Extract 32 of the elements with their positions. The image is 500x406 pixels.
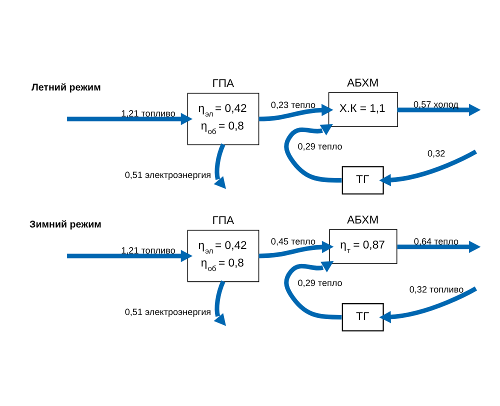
edge-label: 0,64 тепло xyxy=(414,236,459,246)
arrow xyxy=(284,261,342,320)
edge-label: 0,29 тепло xyxy=(298,278,342,288)
edge-label: 0,29 тепло xyxy=(298,142,342,152)
arrow xyxy=(214,280,226,326)
node-box: ТГ xyxy=(342,303,384,332)
arrow xyxy=(379,286,478,324)
label: Летний режим xyxy=(31,82,101,94)
arrow xyxy=(214,143,226,190)
edge-label: 0,23 тепло xyxy=(270,100,316,110)
arrow xyxy=(258,104,334,122)
edge-label: 0,51 электроэнергия xyxy=(124,306,212,317)
node-label: ГПА xyxy=(212,215,234,228)
node-label: ГПА xyxy=(212,78,234,90)
arrow xyxy=(379,150,478,186)
edge-label: 0,45 тепло xyxy=(270,236,316,246)
arrow xyxy=(258,240,334,258)
arrow xyxy=(284,124,342,183)
edge-label: 0,57 холод xyxy=(414,99,458,110)
node-label: АБХМ xyxy=(346,77,379,90)
edge-label: 0,32 топливо xyxy=(409,284,464,295)
arrow xyxy=(397,240,481,254)
node-box: ТГ xyxy=(342,166,384,194)
label: Зимний режим xyxy=(30,220,102,231)
edge-label: 1,21 топливо xyxy=(121,108,176,118)
edge-label: 0,51 электроэнергия xyxy=(124,170,212,180)
edge-label: 1,21 топливо xyxy=(121,245,176,256)
arrow xyxy=(67,250,193,262)
edge-label: 0,32 xyxy=(428,148,446,159)
node-label: АБХМ xyxy=(346,214,379,226)
arrow xyxy=(67,112,193,126)
arrow xyxy=(397,104,481,116)
